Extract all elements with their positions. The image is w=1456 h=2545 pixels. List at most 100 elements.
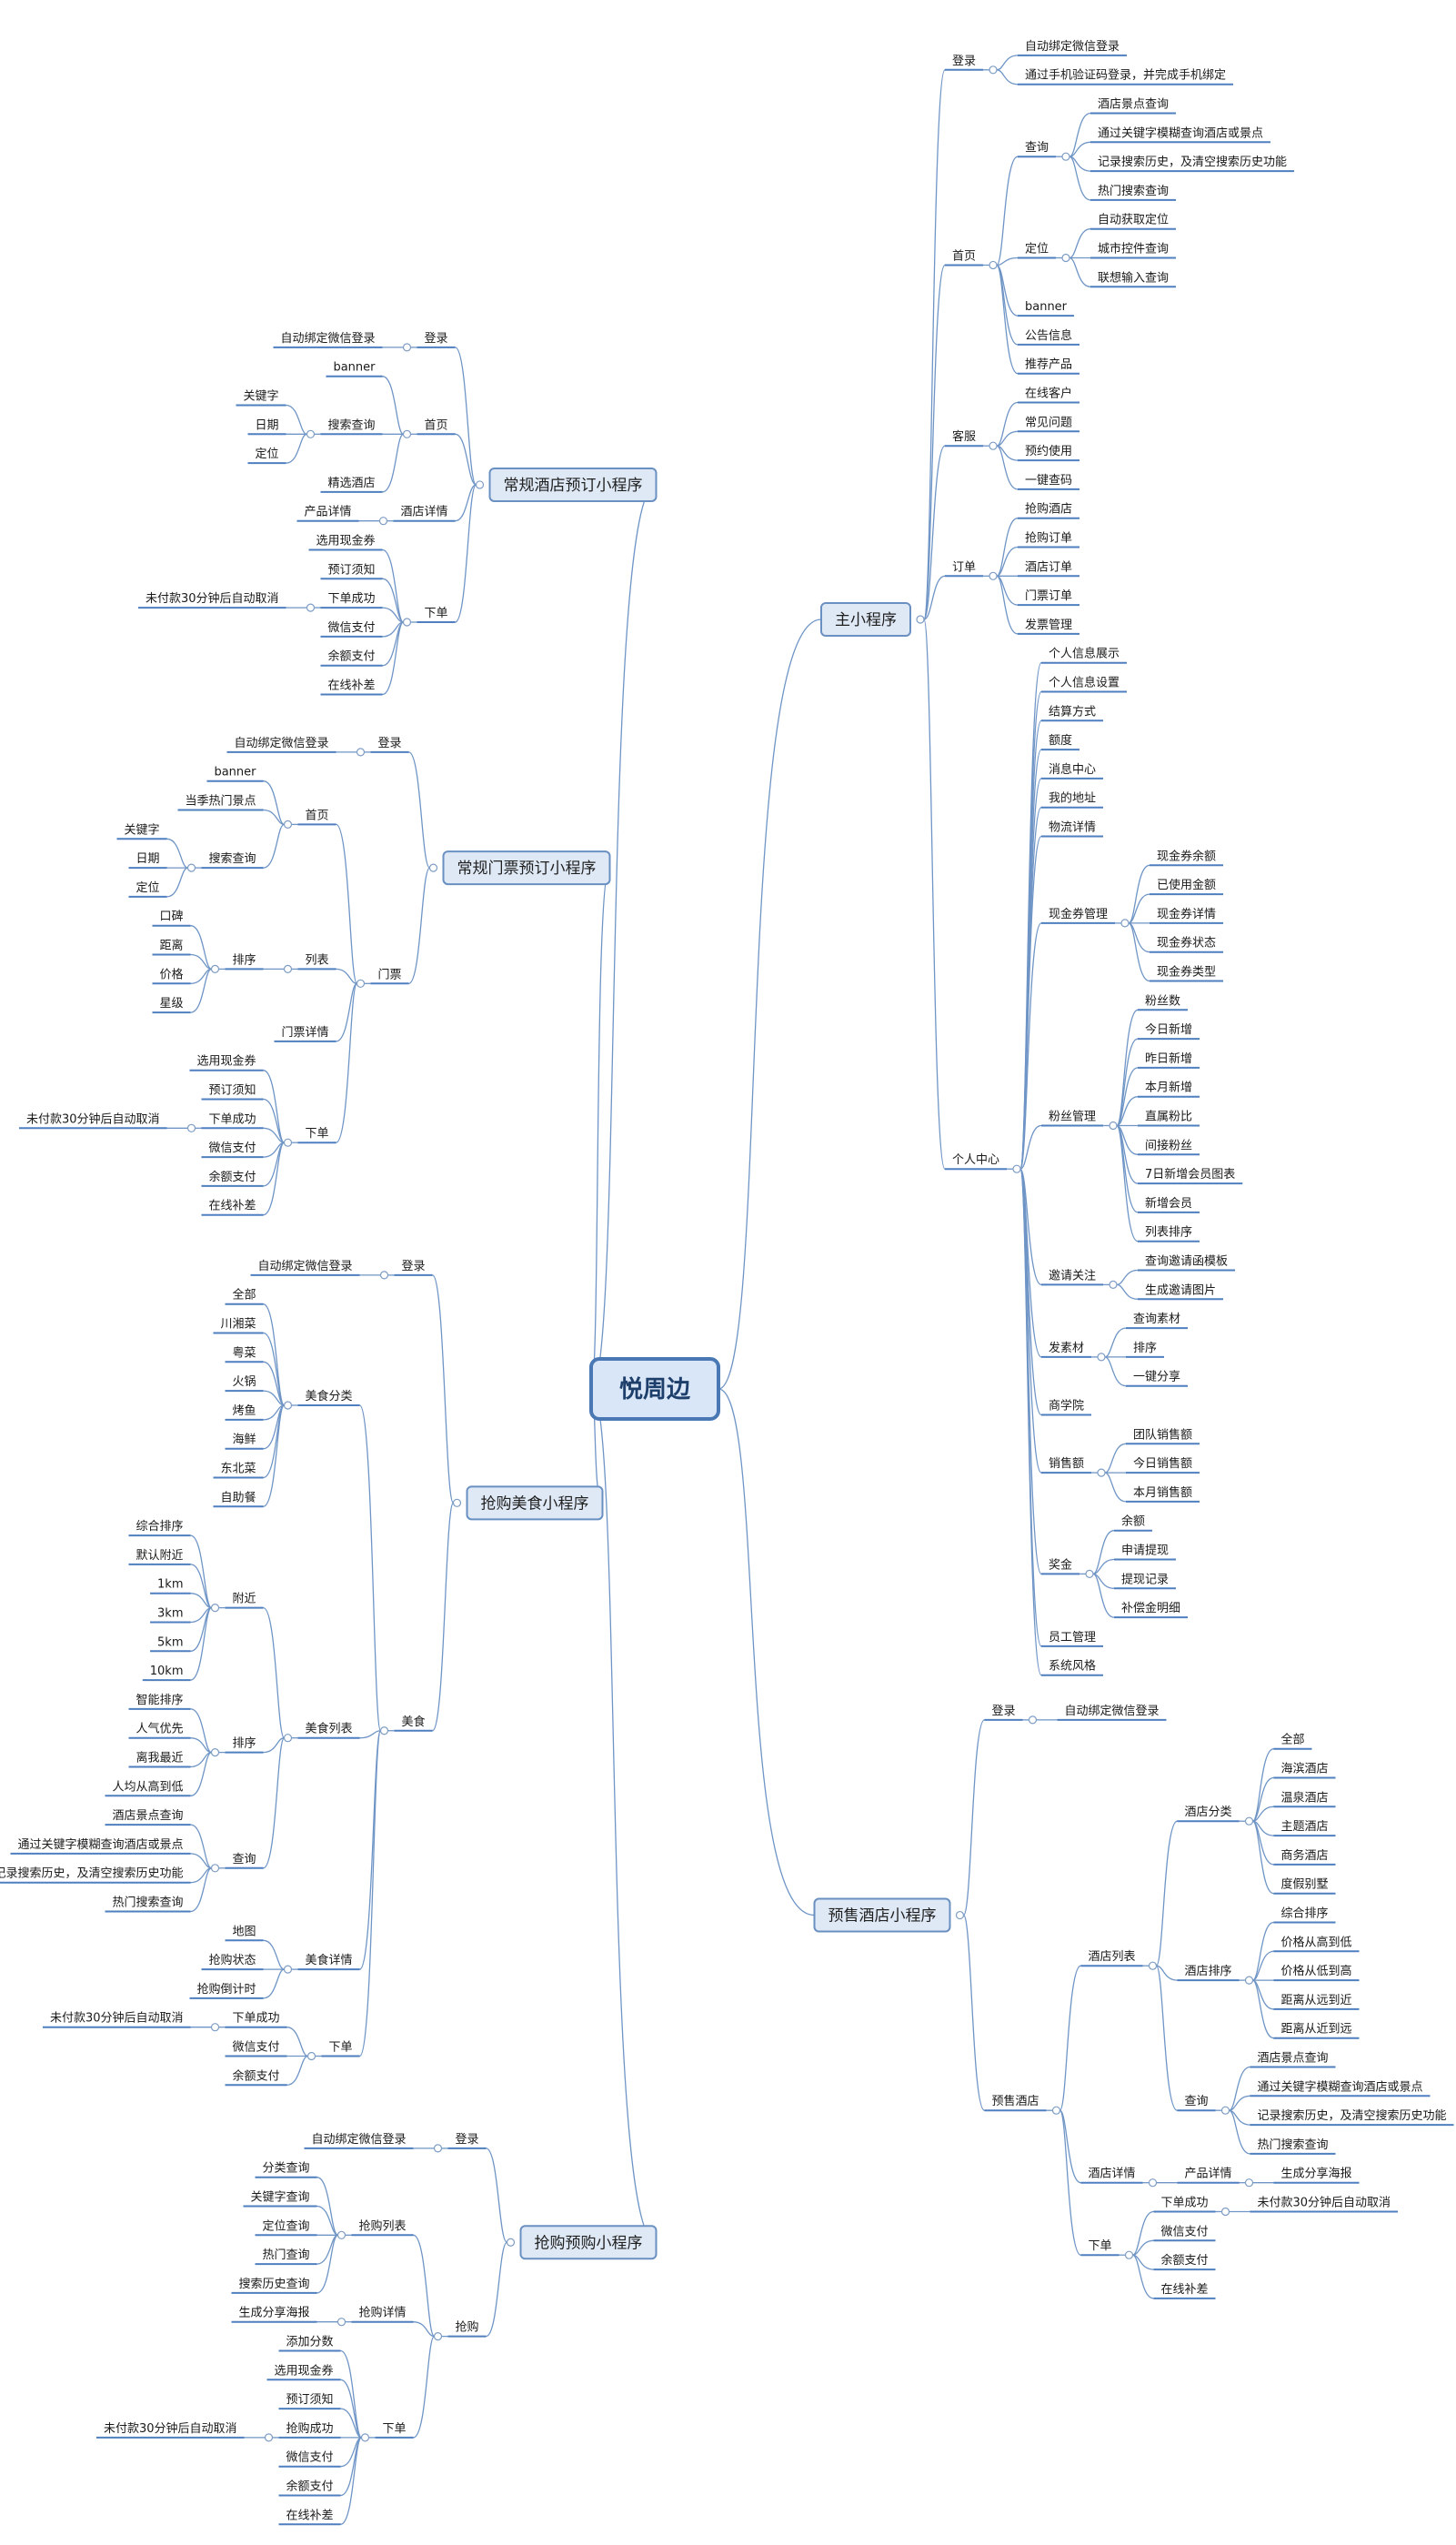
node-0-4-10-1[interactable]: 排序 (1126, 1342, 1164, 1358)
collapse-knob-icon[interactable] (210, 1747, 220, 1757)
branch-5[interactable]: 抢购预购小程序 (506, 2225, 658, 2260)
node-4-1-3-2[interactable]: 余额支付 (225, 2068, 287, 2087)
node-4-1-1-0-2[interactable]: 1km (150, 1578, 191, 1594)
node-5-1-0-2[interactable]: 定位查询 (255, 2219, 317, 2237)
node-4-1-1-0[interactable]: 附近 (210, 1593, 264, 1613)
node-2-1-1-0[interactable]: 关键字 (236, 390, 286, 407)
node-0-4-8-0[interactable]: 粉丝数 (1138, 994, 1189, 1011)
node-2-3-1[interactable]: 预订须知 (320, 562, 383, 580)
node-2-0[interactable]: 登录 (402, 332, 456, 352)
root-node[interactable]: 悦周边 (589, 1357, 720, 1421)
node-0-0-0[interactable]: 自动绑定微信登录 (1017, 40, 1127, 56)
collapse-knob-icon[interactable] (210, 1864, 220, 1873)
node-0-4-8-7[interactable]: 新增会员 (1138, 1196, 1200, 1213)
node-5-1-0-0[interactable]: 分类查询 (255, 2162, 317, 2178)
branch-1[interactable]: 预售酒店小程序 (813, 1897, 965, 1933)
node-1-1-0-0-2[interactable]: 温泉酒店 (1273, 1790, 1336, 1808)
node-4-1-1-1-1[interactable]: 人气优先 (128, 1722, 191, 1739)
node-0-4-3[interactable]: 额度 (1041, 733, 1079, 751)
node-1-1-1[interactable]: 酒店详情 (1080, 2168, 1158, 2188)
node-5-1-2-0[interactable]: 添加分数 (278, 2336, 341, 2352)
collapse-knob-icon[interactable] (186, 863, 196, 872)
node-4-1-3-1[interactable]: 微信支付 (225, 2041, 287, 2057)
node-3-1[interactable]: 门票 (356, 968, 409, 988)
node-0-2[interactable]: 客服 (944, 429, 998, 450)
node-1-1-0-0-5[interactable]: 度假别墅 (1273, 1877, 1336, 1895)
collapse-knob-icon[interactable] (452, 1498, 462, 1507)
node-1-0[interactable]: 登录 (984, 1705, 1038, 1725)
node-4-1-1-1-2[interactable]: 离我最近 (128, 1751, 191, 1768)
node-0-2-2[interactable]: 预约使用 (1017, 444, 1079, 462)
node-0-1-1-0[interactable]: 自动获取定位 (1090, 214, 1176, 230)
node-0-4-7-4[interactable]: 现金券类型 (1150, 965, 1224, 982)
node-0-4-13-2[interactable]: 提现记录 (1114, 1572, 1176, 1590)
collapse-knob-icon[interactable] (283, 820, 293, 830)
node-2-1-2[interactable]: 精选酒店 (320, 477, 383, 493)
branch-0[interactable]: 主小程序 (820, 602, 925, 637)
node-1-1-0-2-0[interactable]: 酒店景点查询 (1250, 2052, 1336, 2068)
node-3-1-3-1[interactable]: 预订须知 (201, 1083, 264, 1101)
node-4-0-0[interactable]: 自动绑定微信登录 (250, 1260, 360, 1276)
node-0-1-0-1[interactable]: 通过关键字模糊查询酒店或景点 (1090, 126, 1271, 144)
collapse-knob-icon[interactable] (989, 571, 998, 580)
node-3-1-3[interactable]: 下单 (283, 1127, 336, 1147)
branch-4[interactable]: 抢购美食小程序 (452, 1485, 604, 1521)
node-5-1-0-4[interactable]: 搜索历史查询 (231, 2278, 317, 2294)
node-1-1-2-2[interactable]: 余额支付 (1153, 2253, 1216, 2271)
node-1-1-0-1-4[interactable]: 距离从近到远 (1273, 2022, 1360, 2039)
collapse-knob-icon[interactable] (916, 615, 925, 624)
collapse-knob-icon[interactable] (1220, 2106, 1230, 2115)
node-0-1-0-0[interactable]: 酒店景点查询 (1090, 98, 1176, 115)
node-4-1-3[interactable]: 下单 (306, 2041, 360, 2061)
node-1-1-2[interactable]: 下单 (1080, 2239, 1134, 2259)
node-0-1[interactable]: 首页 (944, 249, 998, 270)
node-5-1-1-0[interactable]: 生成分享海报 (231, 2306, 317, 2323)
node-0-1-0-3[interactable]: 热门搜索查询 (1090, 185, 1176, 201)
node-3-1-3-3[interactable]: 微信支付 (201, 1142, 264, 1159)
node-3-1-0-2[interactable]: 搜索查询 (186, 852, 264, 872)
node-3-1-0-2-0[interactable]: 关键字 (116, 823, 167, 840)
node-2-0-0[interactable]: 自动绑定微信登录 (273, 332, 383, 348)
node-0-4-1[interactable]: 个人信息设置 (1041, 676, 1127, 693)
node-1-1-0-1-1[interactable]: 价格从高到低 (1273, 1935, 1360, 1953)
node-0-1-2[interactable]: banner (1017, 300, 1075, 317)
node-0-4-9[interactable]: 邀请关注 (1041, 1269, 1118, 1290)
node-2-1-1[interactable]: 搜索查询 (306, 418, 383, 438)
node-0-0-1[interactable]: 通过手机验证码登录，并完成手机绑定 (1017, 68, 1234, 86)
node-4-1-1-0-4[interactable]: 5km (150, 1635, 191, 1653)
node-0-1-0[interactable]: 查询 (1017, 141, 1070, 161)
collapse-knob-icon[interactable] (283, 964, 293, 974)
node-0-4-8-3[interactable]: 本月新增 (1138, 1081, 1200, 1098)
node-2-1[interactable]: 首页 (402, 418, 456, 438)
collapse-knob-icon[interactable] (1244, 1816, 1254, 1826)
node-0-4-14[interactable]: 员工管理 (1041, 1631, 1103, 1647)
node-1-1[interactable]: 预售酒店 (984, 2094, 1061, 2115)
node-3-1-0-1[interactable]: 当季热门景点 (177, 795, 264, 811)
node-5-1-2-3-0[interactable]: 未付款30分钟后自动取消 (95, 2421, 245, 2439)
collapse-knob-icon[interactable] (402, 618, 412, 627)
node-3-1-3-2[interactable]: 下单成功 (186, 1112, 264, 1132)
node-4-1-1-1-3[interactable]: 人均从高到低 (105, 1779, 191, 1797)
collapse-knob-icon[interactable] (210, 1603, 220, 1613)
node-0-4-13-0[interactable]: 余额 (1114, 1514, 1152, 1532)
node-4-1-1-0-3[interactable]: 3km (150, 1607, 191, 1624)
node-4-1-2[interactable]: 美食详情 (283, 1953, 360, 1974)
node-3-1-1[interactable]: 列表 (283, 953, 336, 974)
node-1-1-0-2[interactable]: 查询 (1177, 2095, 1230, 2115)
node-3-1-3-2-0[interactable]: 未付款30分钟后自动取消 (18, 1112, 167, 1130)
node-0-1-0-2[interactable]: 记录搜索历史，及清空搜索历史功能 (1090, 156, 1295, 173)
collapse-knob-icon[interactable] (356, 748, 366, 757)
node-4-1-1-0-1[interactable]: 默认附近 (128, 1548, 191, 1565)
node-0-2-3[interactable]: 一键查码 (1017, 474, 1079, 490)
node-0-3-4[interactable]: 发票管理 (1017, 618, 1079, 635)
collapse-knob-icon[interactable] (1097, 1353, 1106, 1362)
node-5-1-2-6[interactable]: 在线补差 (278, 2509, 341, 2526)
node-3-1-1-0-0[interactable]: 口碑 (152, 910, 191, 927)
node-3-0-0[interactable]: 自动绑定微信登录 (226, 737, 336, 753)
node-0-3-2[interactable]: 酒店订单 (1017, 560, 1079, 578)
node-0-3-0[interactable]: 抢购酒店 (1017, 502, 1079, 519)
node-0-4-12-2[interactable]: 本月销售额 (1126, 1485, 1200, 1503)
node-0-4-11[interactable]: 商学院 (1041, 1399, 1091, 1416)
node-4-1-0-5[interactable]: 海鲜 (225, 1433, 264, 1450)
node-1-1-1-0-0[interactable]: 生成分享海报 (1273, 2167, 1360, 2184)
